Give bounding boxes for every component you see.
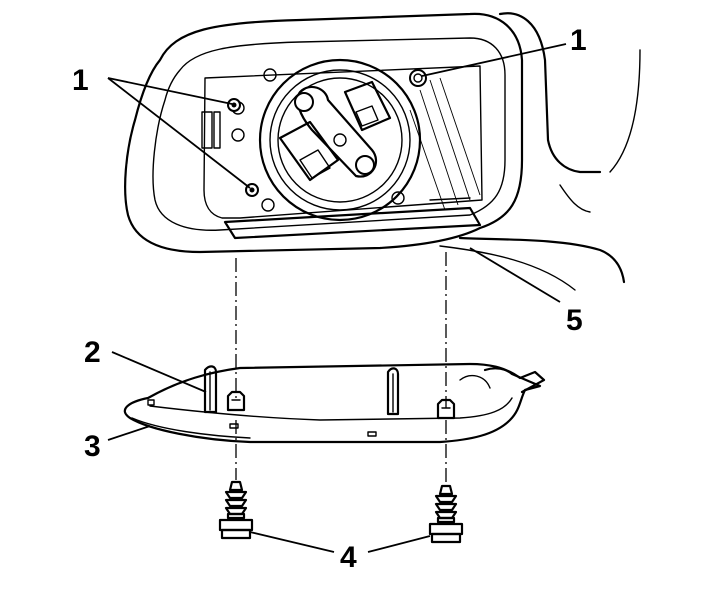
cover-screw-boss-left — [226, 390, 246, 412]
leader-lines — [107, 43, 567, 553]
alignment-centerlines — [235, 252, 447, 484]
cover-clip-right — [386, 367, 400, 416]
callout-5: 5 — [566, 304, 583, 337]
callout-2: 2 — [84, 336, 101, 369]
cover-screw-boss-right — [436, 398, 456, 420]
cover-clip-left — [203, 365, 218, 414]
mirror-housing — [124, 12, 641, 291]
mirror-adjuster-motor — [231, 58, 422, 222]
mirror-screw-upper-left — [227, 98, 241, 112]
callout-1-right: 1 — [570, 24, 587, 57]
callout-1-left: 1 — [72, 64, 89, 97]
lower-cover — [123, 362, 546, 444]
mirror-screw-right — [409, 69, 427, 87]
callout-3: 3 — [84, 430, 101, 463]
cover-screw-right — [428, 484, 464, 544]
cover-screw-left — [218, 480, 254, 540]
callout-4: 4 — [340, 541, 357, 574]
